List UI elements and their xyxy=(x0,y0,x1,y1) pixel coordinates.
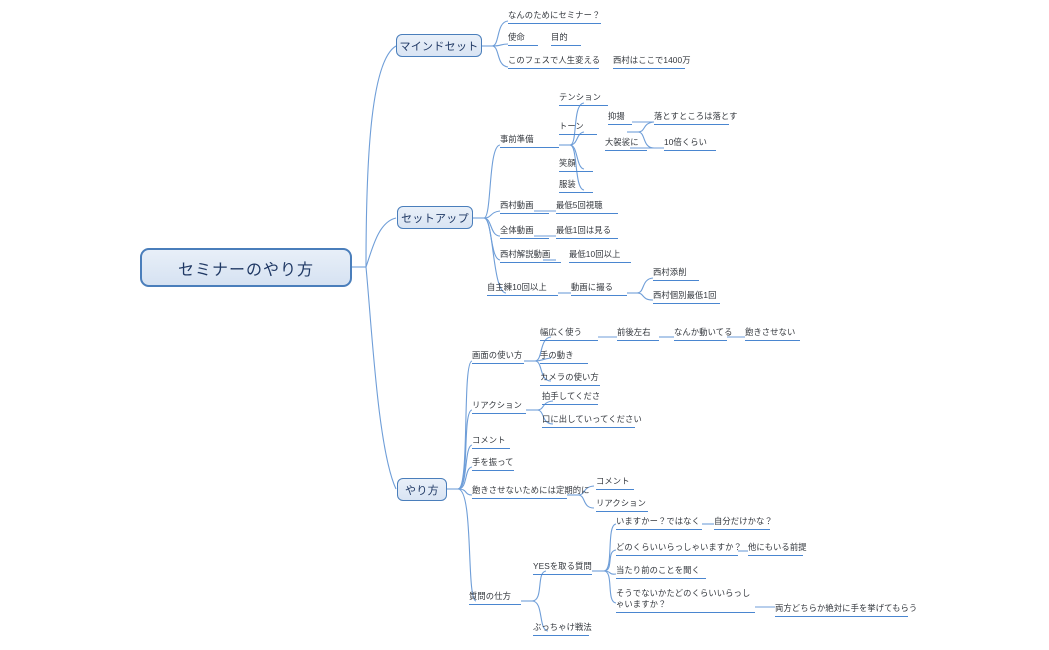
topic-tension[interactable]: テンション xyxy=(559,92,608,106)
topic-tone[interactable]: トーン xyxy=(559,121,597,135)
topic-screen-usage[interactable]: 画面の使い方 xyxy=(472,350,524,364)
topic-please-applaud[interactable]: 拍手してくださ xyxy=(542,391,600,405)
root-node[interactable]: セミナーのやり方 xyxy=(140,248,352,287)
topic-nishimura-feedback[interactable]: 西村添削 xyxy=(653,267,699,281)
topic-use-widely[interactable]: 幅広く使う xyxy=(540,327,598,341)
topic-ask-obvious[interactable]: 当たり前のことを聞く xyxy=(616,565,706,579)
topic-clothing[interactable]: 服装 xyxy=(559,179,593,193)
topic-nishimura-1400[interactable]: 西村はここで1400万 xyxy=(613,55,691,69)
topic-both-raise-hand[interactable]: 両方どちらか絶対に手を挙げてもらう xyxy=(775,603,917,617)
topic-not-boring[interactable]: 飽きさせない xyxy=(745,327,800,341)
topic-yes-question[interactable]: YESを取る質問 xyxy=(533,561,592,575)
topic-preparation[interactable]: 事前準備 xyxy=(500,134,559,148)
branch-node-mindset[interactable]: マインドセット xyxy=(396,34,482,57)
topic-say-out-loud[interactable]: 口に出していってください xyxy=(542,414,642,428)
topic-camera-usage[interactable]: カメラの使い方 xyxy=(540,372,600,386)
topic-ten-times[interactable]: 10倍くらい xyxy=(664,137,716,151)
topic-record-video[interactable]: 動画に撮る xyxy=(571,282,627,296)
topic-question-method[interactable]: 質問の仕方 xyxy=(469,591,521,605)
topic-mission[interactable]: 使命 xyxy=(508,32,538,46)
topic-full-video[interactable]: 全体動画 xyxy=(500,225,549,239)
topic-others-exist-premise[interactable]: 他にもいる前提 xyxy=(748,542,807,556)
topic-change-life[interactable]: このフェスで人生変える xyxy=(508,55,600,69)
topic-commentary-video[interactable]: 西村解説動画 xyxy=(500,249,561,263)
branch-node-howto[interactable]: やり方 xyxy=(397,478,447,501)
branch-node-setup[interactable]: セットアップ xyxy=(397,206,473,229)
topic-reaction[interactable]: リアクション xyxy=(472,400,526,414)
topic-nishimura-video[interactable]: 西村動画 xyxy=(500,200,549,214)
topic-comment-2[interactable]: コメント xyxy=(596,476,634,490)
topic-periodic-engagement[interactable]: 飽きさせないためには定期的に xyxy=(472,485,589,499)
topic-why-seminar[interactable]: なんのためにセミナー？ xyxy=(508,10,601,24)
topic-front-back-left-right[interactable]: 前後左右 xyxy=(617,327,659,341)
topic-smile[interactable]: 笑顔 xyxy=(559,158,593,172)
topic-purpose[interactable]: 目的 xyxy=(551,32,581,46)
topic-reaction-2[interactable]: リアクション xyxy=(596,498,648,512)
topic-nishimura-video-count[interactable]: 最低5回視聴 xyxy=(556,200,618,214)
topic-not-asking-imasuka[interactable]: いますかー？ではなく xyxy=(616,516,702,530)
topic-self-practice[interactable]: 自主練10回以上 xyxy=(487,282,558,296)
topic-drop-where-drop[interactable]: 落とすところは落とす xyxy=(654,111,737,125)
branch-node-setup-label: セットアップ xyxy=(401,212,469,225)
topic-those-who-are-not[interactable]: そうでないかたどのくらいいらっしゃいますか？ xyxy=(616,588,755,613)
topic-seems-moving[interactable]: なんか動いてる xyxy=(674,327,732,341)
topic-intonation[interactable]: 抑揚 xyxy=(608,111,632,125)
topic-how-many-people[interactable]: どのくらいいらっしゃいますか？ xyxy=(616,542,742,556)
root-node-label: セミナーのやり方 xyxy=(177,261,314,279)
topic-commentary-video-count[interactable]: 最低10回以上 xyxy=(569,249,631,263)
branch-node-mindset-label: マインドセット xyxy=(399,40,479,53)
topic-nishimura-individual[interactable]: 西村個別最低1回 xyxy=(653,290,720,304)
topic-comment[interactable]: コメント xyxy=(472,435,510,449)
topic-full-video-count[interactable]: 最低1回は見る xyxy=(556,225,618,239)
topic-only-me[interactable]: 自分だけかな？ xyxy=(714,516,773,530)
topic-hand-motion[interactable]: 手の動き xyxy=(540,350,588,364)
branch-node-howto-label: やり方 xyxy=(405,484,439,497)
topic-exaggerate[interactable]: 大袈裟に xyxy=(605,137,647,151)
topic-blunt-tactic[interactable]: ぶっちゃけ戦法 xyxy=(533,622,592,636)
topic-wave-hand[interactable]: 手を振って xyxy=(472,457,514,471)
